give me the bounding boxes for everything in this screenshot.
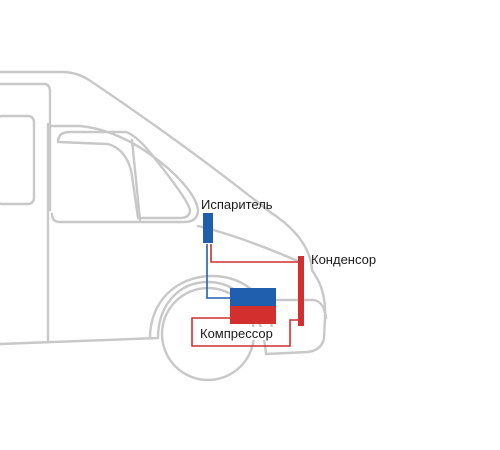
evaporator-label: Испаритель (201, 197, 273, 212)
hot-pipe-bottom (191, 317, 298, 347)
side-window (56, 130, 192, 220)
van-body-outline (0, 70, 327, 356)
compressor-cold-part (230, 288, 276, 306)
evaporator-block (203, 213, 213, 243)
pillar-line (130, 138, 142, 222)
cold-pipe (206, 244, 230, 299)
condenser-label: Конденсор (311, 252, 377, 267)
condenser-block (298, 256, 304, 326)
hood-line (196, 224, 302, 264)
hot-pipe-top (210, 244, 298, 263)
rear-window (0, 114, 36, 206)
windshield-frame (46, 124, 200, 224)
compressor-hot-part (230, 306, 276, 324)
compressor-label: Компрессор (200, 326, 273, 341)
front-bumper (266, 298, 328, 320)
van-roof-line (0, 82, 52, 212)
